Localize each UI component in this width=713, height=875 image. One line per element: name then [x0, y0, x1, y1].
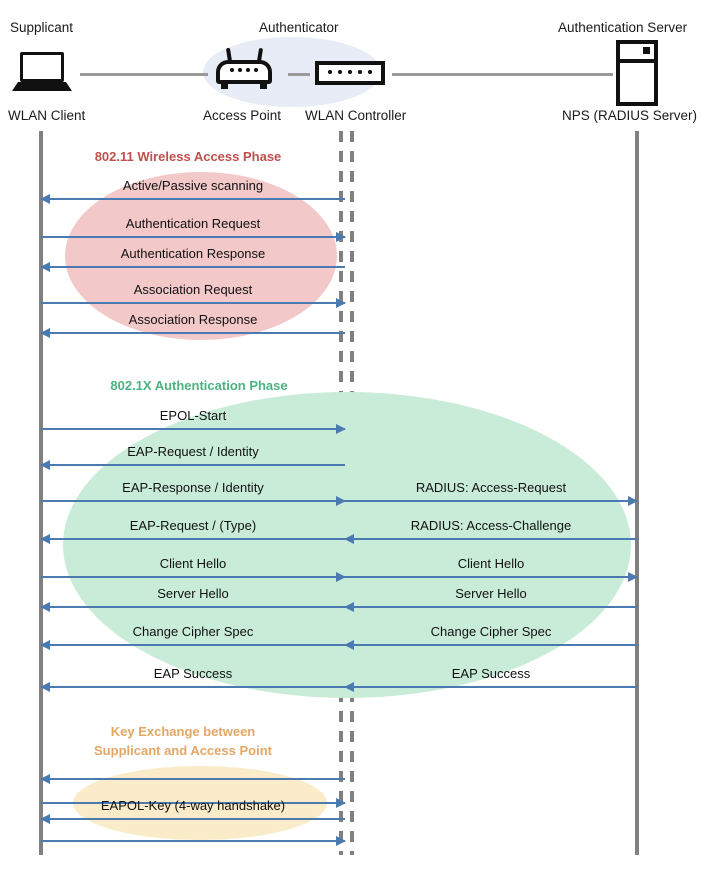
- message-arrow-left-10: [41, 606, 345, 608]
- arrow-head-right-5-left: [344, 681, 354, 692]
- server-icon: [616, 40, 658, 106]
- lifeline-authentication-server: [635, 131, 639, 855]
- message-arrow-right-1: [345, 538, 637, 540]
- wire-controller-to-server: [392, 73, 613, 76]
- phase-blob-wireless: [65, 172, 337, 340]
- message-arrow-right-3: [345, 606, 637, 608]
- message-label-left-5: EPOL-Start: [159, 408, 227, 423]
- arrow-head-right-3-left: [344, 601, 354, 612]
- arrow-head-left-5-right: [336, 423, 346, 434]
- message-arrow-left-9: [41, 576, 345, 578]
- network-switch-icon: [315, 61, 385, 85]
- arrow-head-right-2-right: [628, 571, 638, 582]
- message-arrow-keyexchange-0: [41, 778, 345, 780]
- arrow-head-left-10-left: [40, 601, 50, 612]
- arrow-head-left-0-left: [40, 193, 50, 204]
- message-label-right-4: Change Cipher Spec: [430, 624, 552, 639]
- message-label-right-5: EAP Success: [451, 666, 531, 681]
- message-arrow-left-2: [41, 266, 345, 268]
- arrow-head-left-8-left: [40, 533, 50, 544]
- arrow-head-keyexchange-3-right: [336, 835, 346, 846]
- message-label-left-3: Association Request: [133, 282, 253, 297]
- message-label-left-10: Server Hello: [157, 586, 229, 601]
- message-label-left-9: Client Hello: [159, 556, 227, 571]
- phase-label-wireless: 802.11 Wireless Access Phase: [94, 149, 282, 164]
- message-label-keyexchange-2: EAPOL-Key (4-way handshake): [100, 798, 286, 813]
- actor-role-authentication-server: Authentication Server: [558, 20, 688, 35]
- message-arrow-right-4: [345, 644, 637, 646]
- message-label-left-6: EAP-Request / Identity: [127, 444, 259, 459]
- message-arrow-keyexchange-2: [41, 818, 345, 820]
- phase-blob-dot1x: [63, 392, 631, 698]
- message-arrow-left-12: [41, 686, 345, 688]
- actor-name-wlan-client: WLAN Client: [8, 108, 86, 123]
- message-label-right-3: Server Hello: [455, 586, 527, 601]
- arrow-head-left-11-left: [40, 639, 50, 650]
- arrow-head-right-1-left: [344, 533, 354, 544]
- message-arrow-keyexchange-1: [41, 802, 345, 804]
- message-label-right-0: RADIUS: Access-Request: [415, 480, 567, 495]
- wire-client-to-ap: [80, 73, 208, 76]
- message-arrow-right-0: [345, 500, 637, 502]
- message-label-left-0: Active/Passive scanning: [122, 178, 264, 193]
- message-arrow-keyexchange-3: [41, 840, 345, 842]
- actor-name-wlan-controller: WLAN Controller: [305, 108, 407, 123]
- arrow-head-left-4-left: [40, 327, 50, 338]
- actor-name-access-point: Access Point: [203, 108, 282, 123]
- arrow-head-keyexchange-2-left: [40, 813, 50, 824]
- lifeline-supplicant: [39, 131, 43, 855]
- arrow-head-right-0-right: [628, 495, 638, 506]
- arrow-head-left-2-left: [40, 261, 50, 272]
- message-label-right-1: RADIUS: Access-Challenge: [410, 518, 572, 533]
- wireless-access-point-icon: [216, 47, 272, 90]
- phase-label-dot1x: 802.1X Authentication Phase: [110, 378, 288, 393]
- message-label-left-1: Authentication Request: [125, 216, 261, 231]
- arrow-head-left-12-left: [40, 681, 50, 692]
- message-label-right-2: Client Hello: [457, 556, 525, 571]
- arrow-head-left-7-right: [336, 495, 346, 506]
- actor-role-authenticator: Authenticator: [259, 20, 339, 35]
- message-arrow-right-5: [345, 686, 637, 688]
- arrow-head-keyexchange-1-right: [336, 797, 346, 808]
- actor-name-nps-radius-server: NPS (RADIUS Server): [562, 108, 698, 123]
- message-arrow-left-1: [41, 236, 345, 238]
- message-label-left-2: Authentication Response: [120, 246, 266, 261]
- message-arrow-right-2: [345, 576, 637, 578]
- actor-role-supplicant: Supplicant: [10, 20, 74, 35]
- message-label-left-12: EAP Success: [153, 666, 233, 681]
- arrow-head-right-4-left: [344, 639, 354, 650]
- message-arrow-left-4: [41, 332, 345, 334]
- phase-label-keyexchange-line2: Supplicant and Access Point: [94, 743, 272, 758]
- arrow-head-left-1-right: [336, 231, 346, 242]
- message-arrow-left-6: [41, 464, 345, 466]
- message-arrow-left-3: [41, 302, 345, 304]
- message-label-left-11: Change Cipher Spec: [132, 624, 254, 639]
- message-arrow-left-8: [41, 538, 345, 540]
- message-arrow-left-0: [41, 198, 345, 200]
- phase-label-keyexchange-line1: Key Exchange between: [110, 724, 256, 739]
- laptop-icon: [12, 52, 72, 92]
- arrow-head-keyexchange-0-left: [40, 773, 50, 784]
- message-label-left-4: Association Response: [128, 312, 258, 327]
- arrow-head-left-9-right: [336, 571, 346, 582]
- message-arrow-left-11: [41, 644, 345, 646]
- message-label-left-7: EAP-Response / Identity: [122, 480, 264, 495]
- arrow-head-left-6-left: [40, 459, 50, 470]
- phase-label-keyexchange: Key Exchange between Supplicant and Acce…: [88, 722, 278, 760]
- arrow-head-left-3-right: [336, 297, 346, 308]
- wire-ap-to-controller: [288, 73, 310, 76]
- message-label-left-8: EAP-Request / (Type): [129, 518, 257, 533]
- message-arrow-left-5: [41, 428, 345, 430]
- message-arrow-left-7: [41, 500, 345, 502]
